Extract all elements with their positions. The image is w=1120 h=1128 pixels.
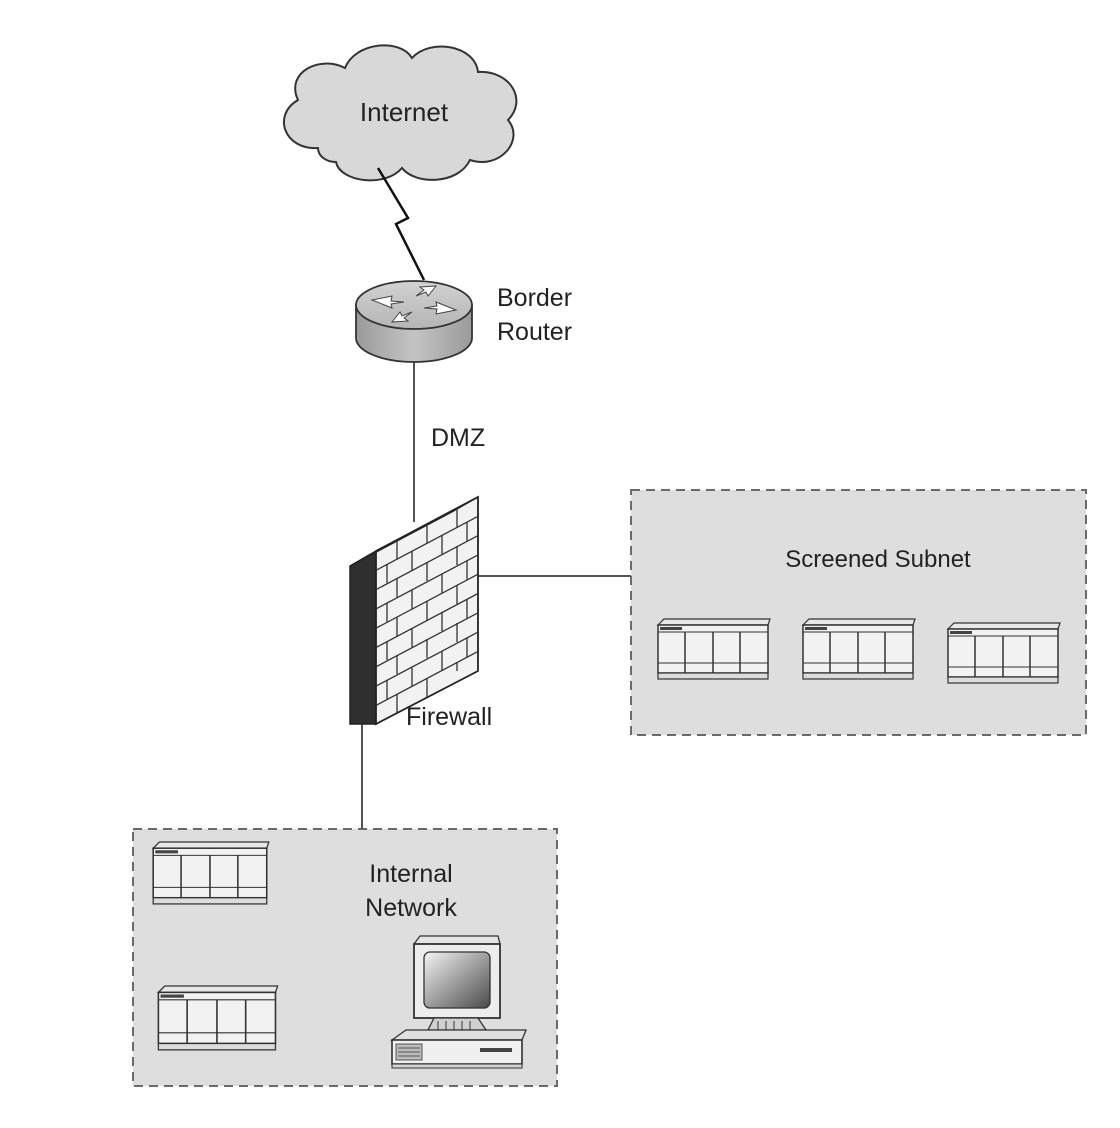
cloud-icon [282,44,518,182]
firewall-label: Firewall [406,703,492,731]
dmz-label: DMZ [431,424,485,452]
lightning-bolt-icon [376,167,426,281]
screened-subnet-zone [630,489,1087,736]
server-rack-icon [152,841,270,905]
server-rack-icon [157,985,279,1051]
internet-label: Internet [360,97,449,127]
internal-network-label-line2: Network [365,894,457,922]
internal-network-label-line1: Internal [369,860,452,888]
server-rack-icon [657,618,771,680]
desktop-computer-icon [389,935,527,1069]
router-label-line2: Router [497,318,572,346]
screened-subnet-label: Screened Subnet [785,546,971,573]
server-rack-icon [947,622,1061,684]
router-label-line1: Border [497,284,572,312]
brick-wall-icon [349,495,479,726]
server-rack-icon [802,618,916,680]
router-icon [355,280,473,363]
